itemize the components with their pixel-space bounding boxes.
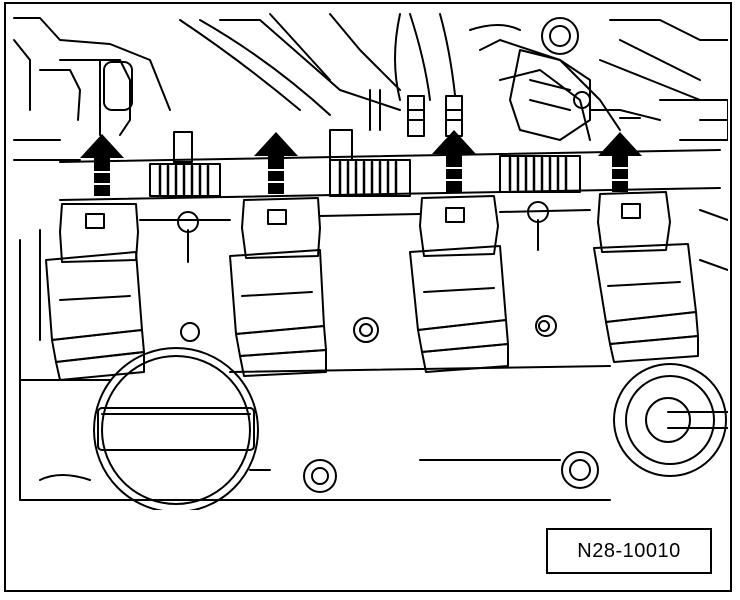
ignition-coil-2 [229, 197, 327, 377]
cylinder-head-cover [19, 209, 728, 501]
arrow-coil-3 [432, 130, 476, 192]
ignition-coil-4 [593, 191, 699, 363]
arrow-coil-1 [80, 134, 124, 196]
ignition-coil-1 [45, 203, 145, 381]
ignition-coil-3 [409, 195, 509, 373]
figure-code-label: N28-10010 [546, 528, 712, 574]
sensor-assembly [509, 17, 661, 141]
arrow-coil-4 [598, 132, 642, 192]
engine-illustration [13, 13, 728, 510]
injector-lines [369, 89, 463, 137]
oil-filler-cap [93, 347, 259, 510]
arrow-tick-marks [93, 167, 629, 185]
arrow-coil-2 [254, 132, 298, 194]
right-port [613, 363, 728, 477]
